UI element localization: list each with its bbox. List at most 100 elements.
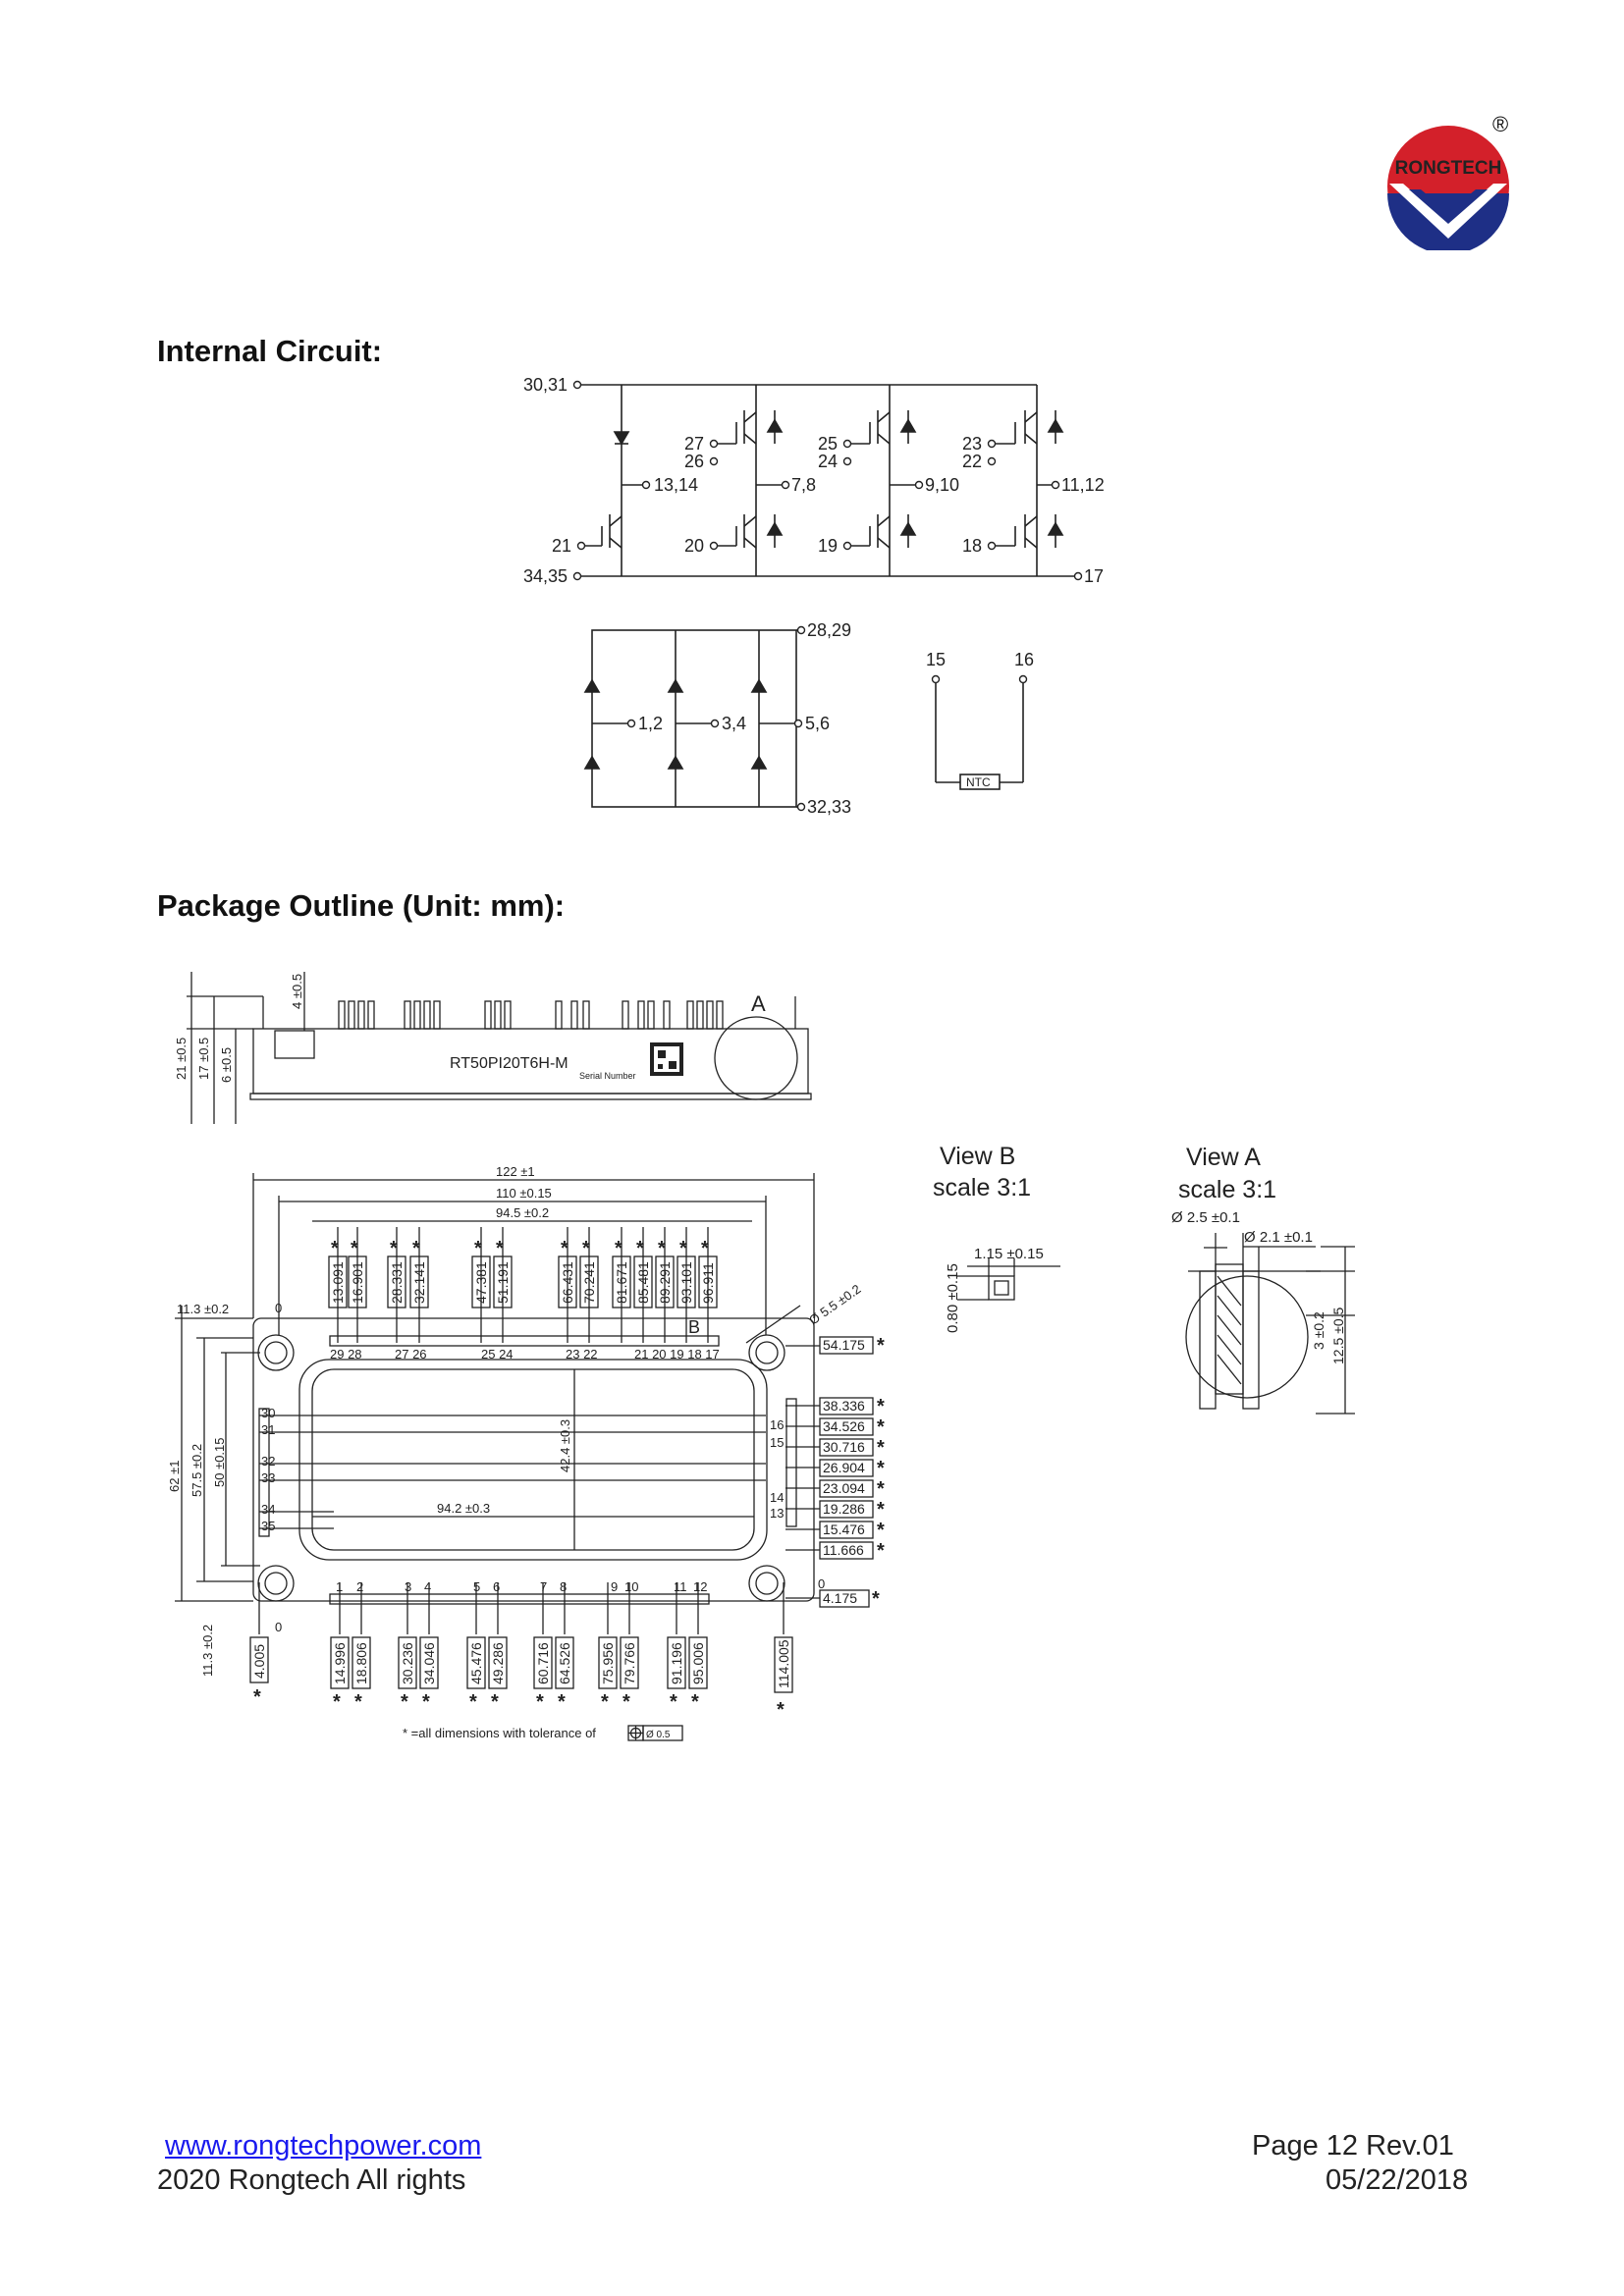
right-dim-7: 19.286 — [823, 1501, 865, 1517]
bottom-pin-dim-8: 64.526 — [557, 1642, 572, 1684]
view-a-detail: View A scale 3:1 Ø 2.5 ±0.1 Ø 2.1 ±0.1 3… — [1171, 1144, 1355, 1415]
pin-label-g21: 21 — [552, 536, 571, 556]
dim-left-11-3: 11.3 ±0.2 — [200, 1625, 215, 1677]
pin-label-rect-in1: 1,2 — [638, 714, 663, 733]
view-b-detail: View B scale 3:1 1.15 ±0.15 0.80 ±0.15 — [933, 1143, 1060, 1333]
bottom-pin-10: 10 — [624, 1579, 638, 1594]
revision-date: 05/22/2018 — [1326, 2164, 1469, 2196]
star-bottom-7: * — [536, 1691, 544, 1713]
rongtech-logo: RONGTECH — [1370, 113, 1537, 254]
serial-number-label: Serial Number — [579, 1071, 636, 1081]
bottom-pin-dim-6: 49.286 — [490, 1642, 506, 1684]
left-pin-31: 31 — [261, 1422, 275, 1437]
right-dim-2: 38.336 — [823, 1398, 865, 1414]
dim-overall-94-5: 94.5 ±0.2 — [496, 1205, 549, 1220]
top-pin-dim-12: 93.101 — [678, 1261, 694, 1304]
star-top-10: * — [636, 1238, 644, 1259]
top-pin-dim-10: 85.481 — [635, 1261, 651, 1304]
star-top-9: * — [615, 1238, 623, 1259]
bottom-pin-dim-9: 75.956 — [600, 1642, 616, 1684]
website-link[interactable]: www.rongtechpower.com — [165, 2130, 482, 2162]
part-marking: RT50PI20T6H-M — [450, 1055, 568, 1072]
bottom-pin-dim-11: 91.196 — [669, 1642, 684, 1684]
star-top-13: * — [701, 1238, 709, 1259]
top-pin-dim-9: 81.671 — [614, 1261, 629, 1304]
bottom-pin-9: 9 — [611, 1579, 618, 1594]
pin-label-g26: 26 — [684, 452, 704, 471]
dim-inner-width: 94.2 ±0.3 — [437, 1501, 490, 1516]
bottom-left-dim: 4.005 — [251, 1644, 267, 1679]
tolerance-value: Ø 0.5 — [646, 1730, 671, 1740]
view-b-height: 0.80 ±0.15 — [945, 1263, 961, 1333]
side-dim-4: 4 ±0.5 — [290, 974, 304, 1009]
star-top-6: * — [496, 1238, 504, 1259]
left-pin-33: 33 — [261, 1470, 275, 1485]
star-right-10: * — [872, 1588, 880, 1610]
bottom-pin-6: 6 — [493, 1579, 500, 1594]
bottom-pin-5: 5 — [473, 1579, 480, 1594]
left-pin-30: 30 — [261, 1406, 275, 1420]
top-pin-group-4: 23 22 — [566, 1347, 598, 1362]
side-dim-21: 21 ±0.5 — [174, 1038, 189, 1080]
right-dim-3: 34.526 — [823, 1418, 865, 1434]
dim-zero-bottom: 0 — [275, 1620, 282, 1634]
pin-label-g25: 25 — [818, 434, 838, 454]
dim-overall-110: 110 ±0.15 — [496, 1186, 552, 1201]
star-bottom-10: * — [623, 1691, 630, 1713]
top-pin-group-5: 21 20 19 18 17 — [634, 1347, 720, 1362]
right-pin-14: 14 — [770, 1490, 784, 1505]
package-side-view: RT50PI20T6H-M Serial Number A 21 ±0.5 17… — [174, 972, 812, 1124]
logo-text: RONGTECH — [1395, 158, 1502, 179]
view-a-h1: 3 ±0.2 — [1311, 1311, 1326, 1350]
view-a-h2: 12.5 ±0.5 — [1330, 1308, 1346, 1364]
pin-label-brake-out: 11,12 — [1061, 475, 1105, 495]
star-bottom-4: * — [422, 1691, 430, 1713]
star-right-3: * — [877, 1416, 885, 1438]
view-b-width: 1.15 ±0.15 — [974, 1246, 1044, 1262]
pin-label-g19: 19 — [818, 536, 838, 556]
dim-left-62: 62 ±1 — [167, 1461, 182, 1492]
top-pin-group-2: 27 26 — [395, 1347, 427, 1362]
star-right-8: * — [877, 1520, 885, 1541]
star-top-2: * — [351, 1238, 358, 1259]
pin-label-v-out: 7,8 — [791, 475, 816, 495]
bottom-right-dim: 114.005 — [776, 1639, 791, 1688]
star-bottom-right: * — [777, 1699, 785, 1721]
star-top-11: * — [658, 1238, 666, 1259]
star-top-1: * — [331, 1238, 339, 1259]
right-dim-1: 54.175 — [823, 1337, 865, 1353]
copyright-text: 2020 Rongtech All rights — [157, 2164, 466, 2196]
view-a-scale: scale 3:1 — [1178, 1176, 1276, 1203]
pin-label-g24: 24 — [818, 452, 838, 471]
star-right-6: * — [877, 1478, 885, 1500]
star-bottom-11: * — [670, 1691, 677, 1713]
side-dim-6: 6 ±0.5 — [219, 1047, 234, 1083]
dim-left-50: 50 ±0.15 — [212, 1437, 227, 1487]
pin-label-rect-neg: 32,33 — [807, 797, 851, 817]
star-bottom-6: * — [491, 1691, 499, 1713]
pin-label-rect-pos: 28,29 — [807, 620, 851, 640]
internal-circuit-heading: Internal Circuit: — [157, 334, 383, 368]
star-top-5: * — [474, 1238, 482, 1259]
bottom-pin-dim-7: 60.716 — [535, 1642, 551, 1684]
top-pin-dim-13: 96.911 — [700, 1262, 716, 1304]
top-pin-dim-6: 51.191 — [495, 1261, 511, 1304]
package-outline-heading: Package Outline (Unit: mm): — [157, 888, 566, 923]
pin-label-u-out: 13,14 — [654, 475, 698, 495]
bottom-pin-dim-5: 45.476 — [468, 1642, 484, 1684]
registered-mark: ® — [1492, 112, 1509, 136]
star-bottom-left: * — [253, 1686, 261, 1708]
bottom-pin-12: 12 — [693, 1579, 707, 1594]
package-top-view: 122 ±1 110 ±0.15 94.5 ±0.2 11.3 ±0.2 0 0… — [167, 1164, 885, 1741]
tolerance-note: * =all dimensions with tolerance of — [403, 1726, 596, 1740]
right-pin-15: 15 — [770, 1435, 784, 1450]
left-pin-34: 34 — [261, 1502, 275, 1517]
pin-label-g20: 20 — [684, 536, 704, 556]
top-pin-dim-4: 32.141 — [411, 1261, 427, 1304]
star-right-9: * — [877, 1540, 885, 1562]
view-b-marker: B — [688, 1317, 700, 1337]
view-a-d1: Ø 2.5 ±0.1 — [1171, 1209, 1240, 1226]
star-bottom-1: * — [333, 1691, 341, 1713]
bottom-pin-dim-3: 30.236 — [400, 1642, 415, 1684]
right-dim-8: 15.476 — [823, 1522, 865, 1537]
